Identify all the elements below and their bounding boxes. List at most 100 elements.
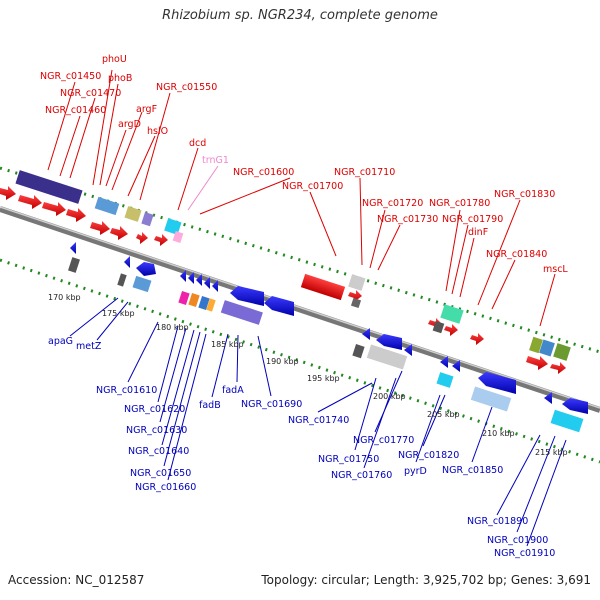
rev-arrow-7	[440, 356, 448, 368]
gene-big-red	[300, 273, 346, 301]
rev-colors-1	[178, 291, 190, 305]
gene-block-1	[15, 170, 83, 204]
reverse-features[interactable]	[68, 242, 588, 433]
label-ngr-c01850: NGR_c01850	[442, 465, 503, 476]
gene-block-8	[529, 336, 543, 354]
label-hslO: hslO	[147, 126, 168, 137]
label-ngr-c01750: NGR_c01750	[318, 454, 379, 465]
label-trnG1: trnG1	[202, 155, 229, 166]
rev-big-3	[478, 372, 516, 394]
rev-arrow-8	[452, 360, 460, 372]
rev-grey-2	[117, 273, 127, 287]
rev-grey-3	[352, 344, 365, 359]
label-ngr-c01710: NGR_c01710	[334, 167, 395, 178]
label-ngr-c01620: NGR_c01620	[124, 404, 185, 415]
label-ngr-c01780: NGR_c01780	[429, 198, 490, 209]
label-metZ: metZ	[76, 341, 102, 352]
rev-arrow-4	[362, 328, 370, 340]
label-ngr-c01840: NGR_c01840	[486, 249, 547, 260]
label-ngr-c01550: NGR_c01550	[156, 82, 217, 93]
accession-text: Accession: NC_012587	[8, 573, 145, 587]
svg-text:175 kbp: 175 kbp	[102, 309, 135, 318]
reverse-gene-labels[interactable]: apaG metZ NGR_c01610 NGR_c01620 NGR_c016…	[48, 336, 555, 559]
reverse-ruler	[0, 258, 600, 464]
label-ngr-c01790: NGR_c01790	[442, 214, 503, 225]
rev-grey-1	[68, 257, 80, 273]
label-ngr-c01770: NGR_c01770	[353, 435, 414, 446]
gene-block-4	[141, 212, 154, 227]
gene-block-5	[164, 218, 182, 235]
label-ngr-c01470: NGR_c01470	[60, 88, 121, 99]
rev-arrow-9	[544, 392, 552, 404]
svg-text:210 kbp: 210 kbp	[482, 429, 515, 438]
label-ngr-c01900: NGR_c01900	[487, 535, 548, 546]
forward-gene-labels[interactable]: phoU phoB NGR_c01450 NGR_c01470 NGR_c014…	[40, 54, 568, 275]
svg-text:215 kbp: 215 kbp	[535, 448, 568, 457]
label-ngr-c01460: NGR_c01460	[45, 105, 106, 116]
gene-block-6	[348, 274, 366, 291]
label-dinF: dinF	[468, 227, 488, 238]
label-ngr-c01610: NGR_c01610	[96, 385, 157, 396]
svg-text:190 kbp: 190 kbp	[266, 357, 299, 366]
forward-leader-lines	[47, 69, 556, 327]
rev-colors-3	[198, 296, 210, 310]
label-dcd: dcd	[189, 138, 206, 149]
rev-block-3	[366, 344, 408, 370]
label-ngr-c01830: NGR_c01830	[494, 189, 555, 200]
label-ngr-c01450: NGR_c01450	[40, 71, 101, 82]
genome-backbone-highlight	[0, 206, 600, 409]
reverse-leader-lines	[69, 297, 567, 547]
rev-arrow-3	[136, 262, 156, 276]
svg-text:195 kbp: 195 kbp	[307, 374, 340, 383]
rev-block-5	[470, 386, 512, 412]
forward-features[interactable]	[0, 170, 571, 374]
label-ngr-c01640: NGR_c01640	[128, 446, 189, 457]
rev-arrow-6	[404, 344, 412, 356]
small-grey-1	[350, 297, 362, 309]
small-grey-2	[432, 321, 445, 334]
label-fadB: fadB	[199, 400, 221, 411]
label-ngr-c01910: NGR_c01910	[494, 548, 555, 559]
label-phoU: phoU	[102, 54, 127, 65]
rev-arrow-10	[562, 398, 588, 414]
rev-block-4	[436, 372, 454, 388]
label-ngr-c01720: NGR_c01720	[362, 198, 423, 209]
label-ngr-c01660: NGR_c01660	[135, 482, 196, 493]
rev-colors-2	[188, 293, 200, 307]
map-title: Rhizobium sp. NGR234, complete genome	[162, 8, 438, 23]
rev-block-1	[132, 275, 152, 293]
trna-block	[172, 231, 184, 243]
label-ngr-c01730: NGR_c01730	[377, 214, 438, 225]
rev-arrow-5	[376, 334, 402, 350]
label-argF: argF	[136, 104, 157, 115]
svg-text:200 kbp: 200 kbp	[373, 392, 406, 401]
gene-block-9	[539, 339, 555, 357]
label-fadA: fadA	[222, 385, 244, 396]
label-pyrD: pyrD	[404, 466, 427, 477]
label-ngr-c01700: NGR_c01700	[282, 181, 343, 192]
gene-block-3	[124, 206, 142, 222]
trna-leader-line	[187, 165, 219, 211]
rev-big-2	[264, 296, 294, 316]
gene-block-2	[94, 196, 120, 216]
label-ngr-c01760: NGR_c01760	[331, 470, 392, 481]
scale-labels: 170 kbp 175 kbp 180 kbp 185 kbp 190 kbp …	[48, 293, 568, 457]
label-apaG: apaG	[48, 336, 73, 347]
svg-text:185 kbp: 185 kbp	[211, 340, 244, 349]
label-ngr-c01820: NGR_c01820	[398, 450, 459, 461]
label-ngr-c01630: NGR_c01630	[126, 425, 187, 436]
svg-text:205 kbp: 205 kbp	[427, 410, 460, 419]
rev-arrow-2	[124, 256, 130, 268]
rev-arrow-1	[70, 242, 76, 254]
gene-block-10	[553, 343, 571, 361]
svg-text:170 kbp: 170 kbp	[48, 293, 81, 302]
rev-block-6	[550, 409, 584, 433]
label-ngr-c01740: NGR_c01740	[288, 415, 349, 426]
label-ngr-c01890: NGR_c01890	[467, 516, 528, 527]
label-ngr-c01600: NGR_c01600	[233, 167, 294, 178]
rev-big-1	[230, 286, 264, 306]
rev-block-2	[220, 300, 263, 325]
svg-text:180 kbp: 180 kbp	[156, 323, 189, 332]
label-ngr-c01650: NGR_c01650	[130, 468, 191, 479]
